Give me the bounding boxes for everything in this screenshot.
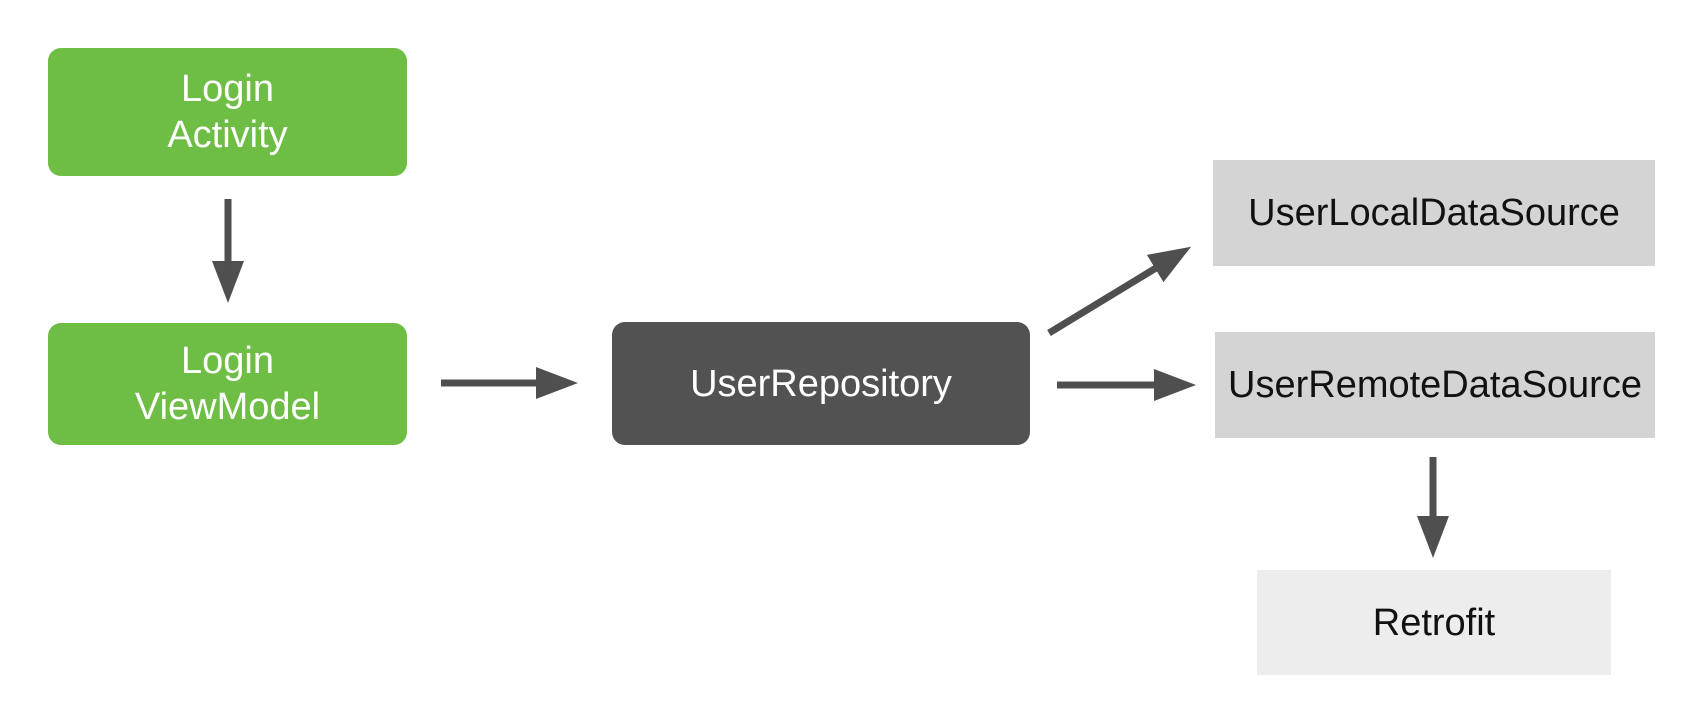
node-label-line: ViewModel — [134, 386, 321, 428]
node-label-line: Activity — [167, 114, 288, 156]
node-login-activity: Login Activity — [48, 48, 407, 176]
node-user-local-datasource: UserLocalDataSource — [1213, 160, 1655, 266]
node-retrofit: Retrofit — [1257, 570, 1611, 675]
node-label-line: Login — [181, 340, 274, 382]
node-user-local-datasource-label: UserLocalDataSource — [1248, 192, 1620, 234]
node-login-activity-label: Login Activity — [167, 66, 287, 158]
arrow-user-repository-to-user-local-datasource — [1047, 246, 1192, 336]
node-user-remote-datasource-label: UserRemoteDataSource — [1228, 364, 1642, 406]
node-user-remote-datasource: UserRemoteDataSource — [1215, 332, 1655, 438]
node-login-viewmodel-label: Login ViewModel — [135, 338, 320, 430]
node-label-line: Login — [181, 68, 274, 110]
node-login-viewmodel: Login ViewModel — [48, 323, 407, 445]
node-user-repository: UserRepository — [612, 322, 1030, 445]
node-retrofit-label: Retrofit — [1372, 601, 1496, 644]
node-user-repository-label: UserRepository — [690, 362, 952, 405]
